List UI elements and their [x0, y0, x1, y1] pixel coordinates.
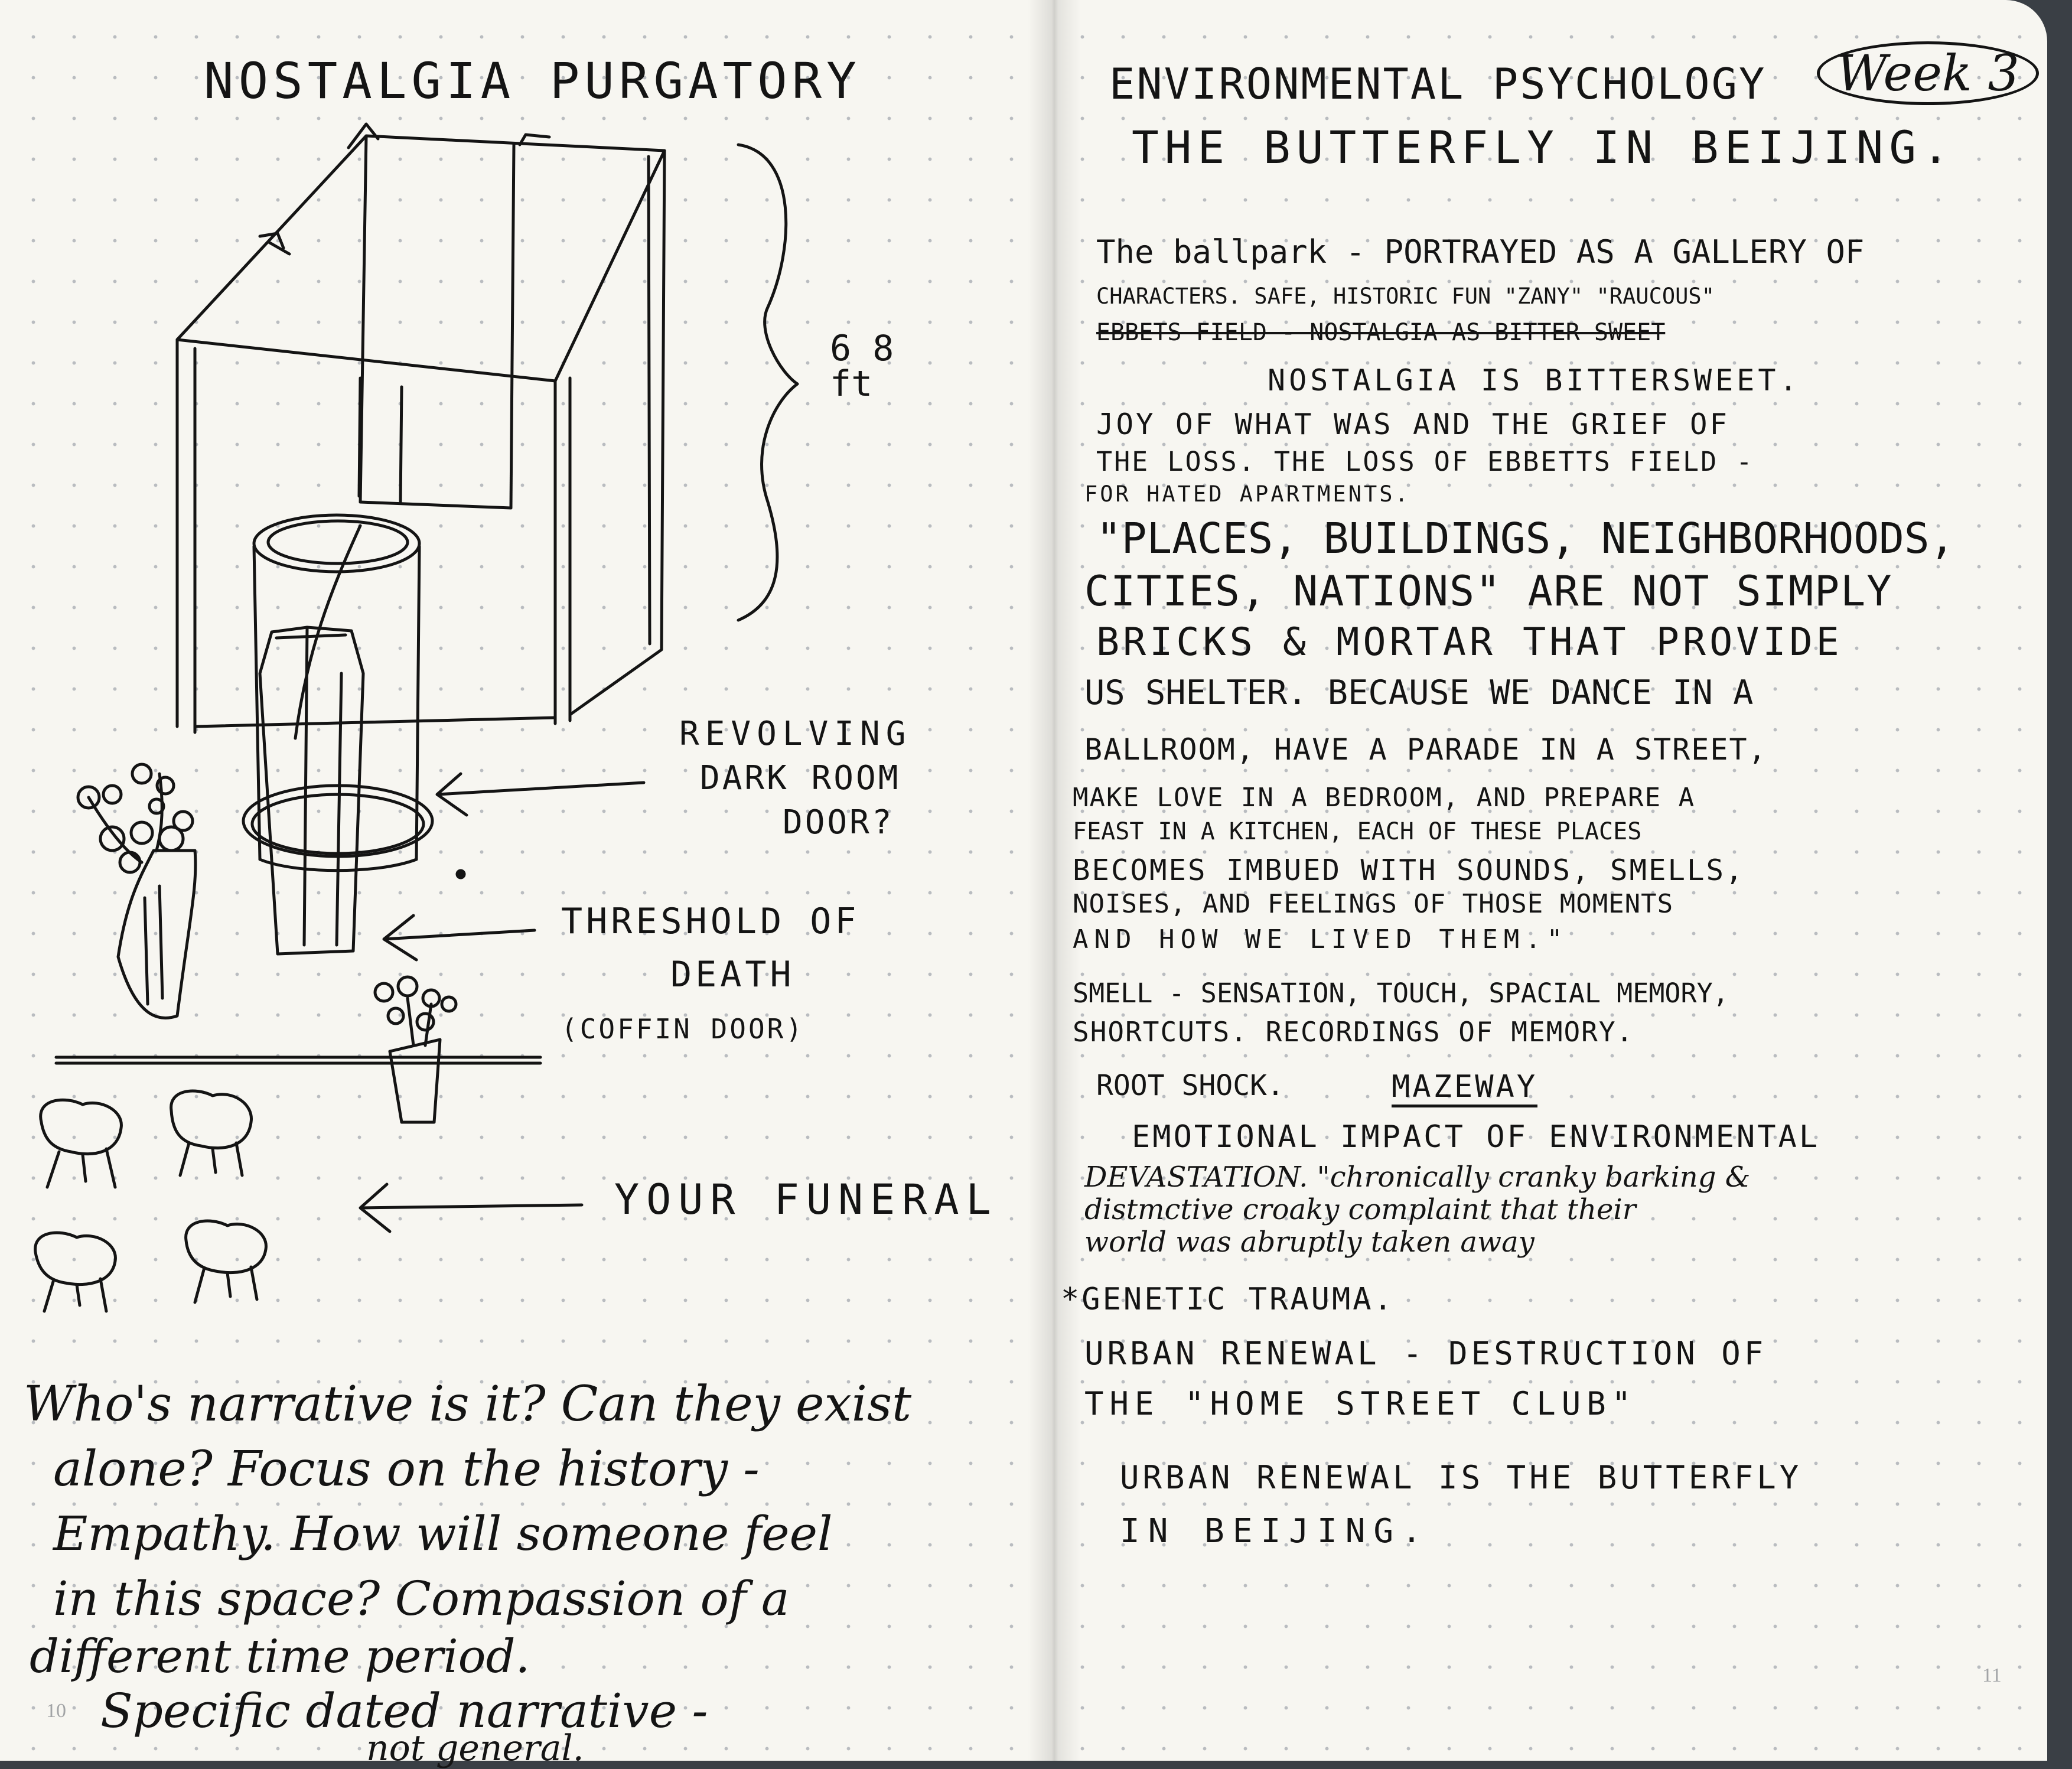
line-7: FOR HATED APARTMENTS. — [1084, 481, 1410, 507]
line-16: NOISES, AND FEELINGS OF THOSE MOMENTS — [1073, 889, 1674, 919]
line-20-root-shock: ROOT SHOCK. — [1096, 1069, 1284, 1102]
line-26: URBAN RENEWAL - DESTRUCTION OF — [1084, 1335, 1767, 1372]
coffin-door — [258, 625, 365, 956]
line-17: AND HOW WE LIVED THEM." — [1073, 924, 1569, 954]
line-6: THE LOSS. THE LOSS OF EBBETTS FIELD - — [1096, 446, 1754, 477]
week-badge: Week 3 — [1817, 41, 2039, 105]
line-3: EBBETS FIELD - NOSTALGIA AS BITTER SWEET — [1096, 319, 1666, 346]
flower-arrangement-left — [76, 763, 197, 1020]
line-18: SMELL - SENSATION, TOUCH, SPACIAL MEMORY… — [1073, 978, 1729, 1009]
line-10: BRICKS & MORTAR THAT PROVIDE — [1096, 620, 1843, 664]
line-1: The ballpark - PORTRAYED AS A GALLERY OF — [1096, 233, 1865, 271]
line-15: BECOMES IMBUED WITH SOUNDS, SMELLS, — [1073, 853, 1745, 887]
line-24: world was abruptly taken away — [1084, 1226, 1535, 1259]
line-20-mazeway: MAZEWAY — [1392, 1069, 1538, 1107]
frame-structure — [175, 122, 666, 734]
height-brace — [737, 143, 799, 622]
line-19: SHORTCUTS. RECORDINGS OF MEMORY. — [1073, 1016, 1634, 1048]
label-threshold-3: (COFFIN DOOR) — [561, 1013, 805, 1045]
page-number-right: 11 — [1982, 1664, 2002, 1686]
line-4: NOSTALGIA IS BITTERSWEET. — [1268, 363, 1801, 398]
line-5: JOY OF WHAT WAS AND THE GRIEF OF — [1096, 408, 1730, 441]
funeral-chairs — [34, 1089, 268, 1313]
line-8: "PLACES, BUILDINGS, NEIGHBORHOODS, — [1096, 514, 1955, 563]
page-number-left: 10 — [46, 1700, 66, 1722]
note-line-7: not general. — [366, 1728, 584, 1769]
right-page: ENVIRONMENTAL PSYCHOLOGY Week 3 THE BUTT… — [1049, 0, 2047, 1761]
note-line-2: alone? Focus on the history - — [53, 1441, 760, 1497]
flower-arrangement-small — [373, 975, 458, 1124]
note-line-6: Specific dated narrative - — [100, 1683, 708, 1738]
label-threshold-2: DEATH — [670, 954, 795, 995]
note-line-4: in this space? Compassion of a — [53, 1571, 790, 1626]
line-22: DEVASTATION. "chronically cranky barking… — [1084, 1161, 1751, 1194]
line-21: EMOTIONAL IMPACT OF ENVIRONMENTAL — [1132, 1119, 1820, 1155]
line-14: FEAST IN A KITCHEN, EACH OF THESE PLACES — [1073, 818, 1642, 845]
line-29: IN BEIJING. — [1120, 1512, 1430, 1550]
line-12: BALLROOM, HAVE A PARADE IN A STREET, — [1084, 732, 1767, 767]
line-23: distmctive croaky complaint that their — [1084, 1193, 1636, 1226]
note-line-5: different time period. — [30, 1630, 530, 1683]
installation-sketch — [34, 122, 799, 1313]
arrow-revolving — [435, 772, 646, 817]
note-line-1: Who's narrative is it? Can they exist — [24, 1376, 912, 1432]
line-2: CHARACTERS. SAFE, HISTORIC FUN "ZANY" "R… — [1096, 284, 1715, 309]
line-13: MAKE LOVE IN A BEDROOM, AND PREPARE A — [1073, 783, 1696, 813]
note-line-3: Empathy. How will someone feel — [53, 1506, 833, 1561]
left-page: NOSTALGIA PURGATORY — [0, 0, 1049, 1769]
label-threshold-1: THRESHOLD OF — [561, 901, 860, 942]
label-revolving-3: DOOR? — [783, 803, 894, 842]
arrow-funeral — [359, 1182, 584, 1233]
right-page-title: ENVIRONMENTAL PSYCHOLOGY — [1109, 59, 1767, 109]
line-9: CITIES, NATIONS" ARE NOT SIMPLY — [1084, 567, 1893, 615]
label-revolving-2: DARK ROOM — [700, 759, 901, 797]
height-label: 6 8 ft — [830, 328, 894, 405]
line-27: THE "HOME STREET CLUB" — [1084, 1385, 1637, 1422]
label-funeral: YOUR FUNERAL — [614, 1175, 998, 1224]
arrow-threshold — [382, 914, 536, 962]
line-11: US SHELTER. BECAUSE WE DANCE IN A — [1084, 673, 1754, 712]
left-page-title: NOSTALGIA PURGATORY — [204, 52, 861, 110]
line-25: *GENETIC TRAUMA. — [1061, 1282, 1395, 1317]
label-revolving-1: REVOLVING — [679, 715, 912, 753]
line-28: URBAN RENEWAL IS THE BUTTERFLY — [1120, 1459, 1803, 1496]
right-page-subtitle: THE BUTTERFLY IN BEIJING. — [1132, 121, 1955, 174]
